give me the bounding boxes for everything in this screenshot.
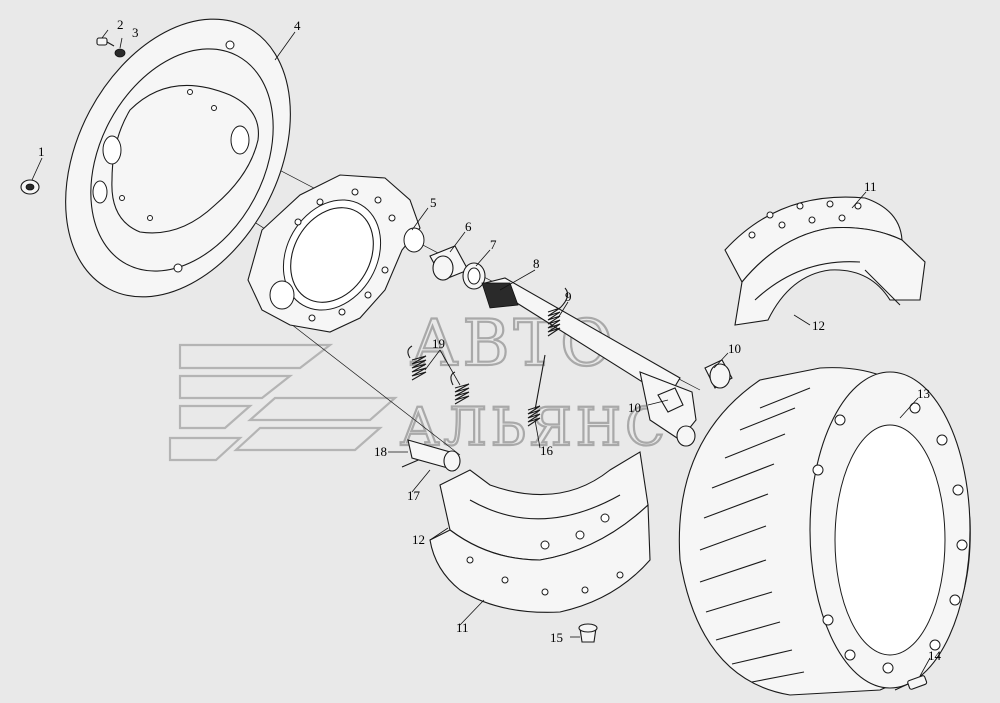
- callout-part-6: 6: [465, 219, 472, 234]
- callout-part-8: 8: [533, 256, 540, 271]
- watermark-line2: АЛЬЯНС: [400, 398, 669, 458]
- part-8-s-camshaft: [481, 277, 697, 447]
- callout-part-4: 4: [294, 18, 301, 33]
- callout-part-11-lower: 11: [456, 620, 469, 635]
- part-16-spring: [527, 354, 546, 427]
- callout-part-17: 17: [407, 488, 421, 503]
- callout-part-14: 14: [928, 648, 942, 663]
- callout-part-7: 7: [490, 237, 497, 252]
- part-10-rollers: [657, 359, 733, 413]
- callout-part-1: 1: [38, 144, 45, 159]
- callout-part-19: 19: [432, 336, 445, 351]
- leader-lines: [31, 29, 931, 677]
- callout-part-5: 5: [430, 195, 437, 210]
- part-13-brake-drum: [678, 367, 971, 696]
- callout-part-15: 15: [550, 630, 563, 645]
- callout-part-12-upper: 12: [812, 318, 825, 333]
- part-6-camshaft-bushing: [429, 245, 469, 281]
- callout-part-2: 2: [117, 17, 124, 32]
- part-19-springs: [407, 345, 470, 405]
- callout-part-10-lower: 10: [628, 400, 641, 415]
- part-1-bushing: [20, 179, 40, 195]
- watermark-line1: АВТО: [410, 307, 617, 381]
- watermark: АВТО АЛЬЯНС: [168, 306, 669, 462]
- part-4-dust-shield: [65, 18, 291, 298]
- callout-part-10-upper: 10: [728, 341, 741, 356]
- part-12-upper-shoe: [734, 227, 926, 326]
- callout-part-3: 3: [132, 25, 139, 40]
- callout-part-16: 16: [540, 443, 554, 458]
- part-2-bolt: [96, 37, 115, 47]
- part-3-washer: [114, 48, 126, 58]
- callout-part-11-upper: 11: [864, 179, 877, 194]
- part-7-seal-ring: [462, 262, 486, 290]
- part-15-rivet: [578, 623, 598, 643]
- callout-part-12-lower: 12: [412, 532, 425, 547]
- part-14-bolt: [894, 675, 928, 691]
- callout-part-9: 9: [565, 289, 572, 304]
- part-5-brake-spider: [247, 174, 425, 333]
- callout-part-18: 18: [374, 444, 387, 459]
- callout-labels: 1 2 3 4 5 6 7 8 9 10 10 11 11 12 12 13 1…: [38, 17, 942, 663]
- callout-part-13: 13: [917, 386, 930, 401]
- watermark-logo: [168, 343, 398, 462]
- part-11-lower-lining: [429, 503, 651, 613]
- part-17-anchor-pin: [407, 439, 461, 472]
- drum-cooling-fins: [699, 387, 811, 683]
- part-12-lower-shoe: [439, 451, 649, 561]
- part-9-return-spring: [547, 287, 569, 337]
